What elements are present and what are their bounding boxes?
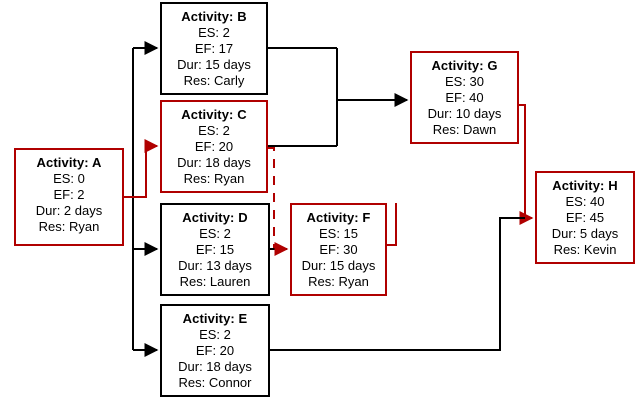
activity-node-g[interactable]: Activity: G ES: 30 EF: 40 Dur: 10 days R…: [410, 51, 519, 144]
activity-g-es: ES: 30: [444, 74, 485, 89]
activity-c-es: ES: 2: [198, 123, 230, 138]
activity-h-es: ES: 40: [565, 194, 605, 209]
activity-c-dur: Dur: 18 days: [177, 155, 251, 170]
activity-c-ef: EF: 20: [194, 139, 234, 154]
activity-f-dur: Dur: 15 days: [301, 258, 376, 273]
activity-e-ef: EF: 20: [195, 343, 235, 358]
activity-e-res: Res: Connor: [178, 375, 252, 390]
activity-node-a[interactable]: Activity: A ES: 0 EF: 2 Dur: 2 days Res:…: [14, 148, 124, 246]
edge-g-to-h: [519, 104, 534, 225]
edge-e-to-h: [270, 217, 525, 351]
activity-b-res: Res: Carly: [183, 73, 245, 88]
activity-h-title: Activity: H: [552, 178, 618, 193]
activity-e-es: ES: 2: [199, 327, 231, 342]
activity-node-c[interactable]: Activity: C ES: 2 EF: 20 Dur: 18 days Re…: [160, 100, 268, 193]
activity-a-ef: EF: 2: [53, 187, 85, 202]
activity-node-d[interactable]: Activity: D ES: 2 EF: 15 Dur: 13 days Re…: [160, 203, 270, 296]
activity-f-title: Activity: F: [306, 210, 371, 225]
activity-a-dur: Dur: 2 days: [35, 203, 103, 218]
activity-f-ef: EF: 30: [319, 242, 358, 257]
activity-b-es: ES: 2: [198, 25, 230, 40]
activity-f-es: ES: 15: [318, 226, 359, 241]
activity-e-title: Activity: E: [182, 311, 248, 326]
activity-d-es: ES: 2: [199, 226, 231, 241]
activity-d-ef: EF: 15: [195, 242, 235, 257]
activity-a-es: ES: 0: [53, 171, 85, 186]
activity-f-res: Res: Ryan: [308, 274, 369, 289]
activity-d-res: Res: Lauren: [179, 274, 251, 289]
activity-h-ef: EF: 45: [565, 210, 605, 225]
activity-node-b[interactable]: Activity: B ES: 2 EF: 17 Dur: 15 days Re…: [160, 2, 268, 95]
activity-g-title: Activity: G: [431, 58, 498, 73]
edge-f-to-h: [387, 203, 397, 246]
activity-node-f[interactable]: Activity: F ES: 15 EF: 30 Dur: 15 days R…: [290, 203, 387, 296]
activity-e-dur: Dur: 18 days: [178, 359, 252, 374]
activity-d-dur: Dur: 13 days: [178, 258, 252, 273]
activity-c-res: Res: Ryan: [183, 171, 245, 186]
activity-node-e[interactable]: Activity: E ES: 2 EF: 20 Dur: 18 days Re…: [160, 304, 270, 397]
activity-g-res: Res: Dawn: [432, 122, 497, 137]
activity-a-res: Res: Ryan: [38, 219, 100, 234]
activity-h-res: Res: Kevin: [553, 242, 617, 257]
activity-b-dur: Dur: 15 days: [177, 57, 251, 72]
activity-c-title: Activity: C: [181, 107, 247, 122]
activity-g-ef: EF: 40: [445, 90, 484, 105]
activity-h-dur: Dur: 5 days: [551, 226, 619, 241]
activity-b-ef: EF: 17: [194, 41, 234, 56]
edge-a-to-c: [124, 139, 159, 198]
activity-b-title: Activity: B: [181, 9, 247, 24]
activity-d-title: Activity: D: [182, 210, 248, 225]
activity-a-title: Activity: A: [36, 155, 102, 170]
edge-c-to-f-dashed: [268, 147, 275, 249]
activity-g-dur: Dur: 10 days: [427, 106, 502, 121]
activity-node-h[interactable]: Activity: H ES: 40 EF: 45 Dur: 5 days Re…: [535, 171, 635, 264]
